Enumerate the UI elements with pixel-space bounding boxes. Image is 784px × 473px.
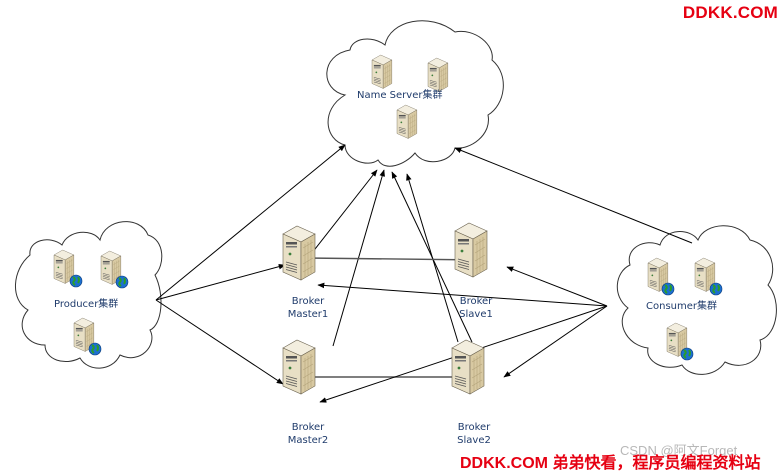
broker-slave2-line2: Slave2 [457, 435, 491, 446]
connection-producer-to-master1 [155, 263, 286, 301]
connection-master1-to-nameserver [307, 169, 378, 259]
connections [155, 144, 693, 403]
broker-master2-line2: Master2 [287, 435, 329, 446]
broker-master1-line1: Broker [291, 296, 325, 307]
globe-icon [680, 347, 694, 361]
globe-icon [661, 282, 675, 296]
connection-consumer-to-slave1 [506, 266, 608, 307]
broker-slave2-icon [451, 339, 485, 395]
connection-consumer-to-master1 [317, 282, 608, 307]
broker-master1-label: Broker Master1 [283, 295, 333, 321]
producer-cloud [15, 221, 163, 369]
connection-consumer-to-slave2 [503, 305, 608, 378]
connection-slave2-to-nameserver [391, 171, 473, 343]
globe-icon [115, 275, 129, 289]
connection-consumer-to-nameserver [454, 147, 693, 244]
broker-slave1-label: Broker Slave1 [451, 295, 501, 321]
broker-slave1-icon [454, 222, 488, 278]
broker-master1-line2: Master1 [287, 309, 329, 320]
nameserver-label: Name Server集群 [357, 90, 443, 101]
globe-icon [88, 342, 102, 356]
broker-slave2-label: Broker Slave2 [449, 421, 499, 447]
broker-master2-label: Broker Master2 [283, 421, 333, 447]
globe-icon [69, 274, 83, 288]
broker-master2-line1: Broker [291, 422, 325, 433]
nameserver-server-icon [396, 104, 418, 139]
nameserver-cloud [326, 20, 504, 167]
site-watermark-top: DDKK.COM [682, 3, 778, 22]
broker-master1-icon [282, 225, 316, 281]
broker-master2-icon [282, 339, 316, 395]
nameserver-server-icon [427, 57, 449, 92]
consumer-label: Consumer集群 [646, 301, 717, 312]
broker-slave1-line1: Broker [459, 296, 493, 307]
site-watermark-bottom: DDKK.COM 弟弟快看，程序员编程资料站 [460, 455, 761, 472]
csdn-watermark: CSDN @阿文Forget [620, 443, 738, 458]
broker-slave1-line2: Slave1 [459, 309, 493, 320]
connection-producer-to-master2 [155, 299, 284, 385]
globe-icon [709, 282, 723, 296]
connection-producer-to-nameserver [155, 144, 346, 301]
producer-label: Producer集群 [54, 299, 119, 310]
connection-master1-to-slave1 [304, 255, 483, 264]
nameserver-server-icon [371, 54, 393, 89]
broker-slave2-line1: Broker [457, 422, 491, 433]
